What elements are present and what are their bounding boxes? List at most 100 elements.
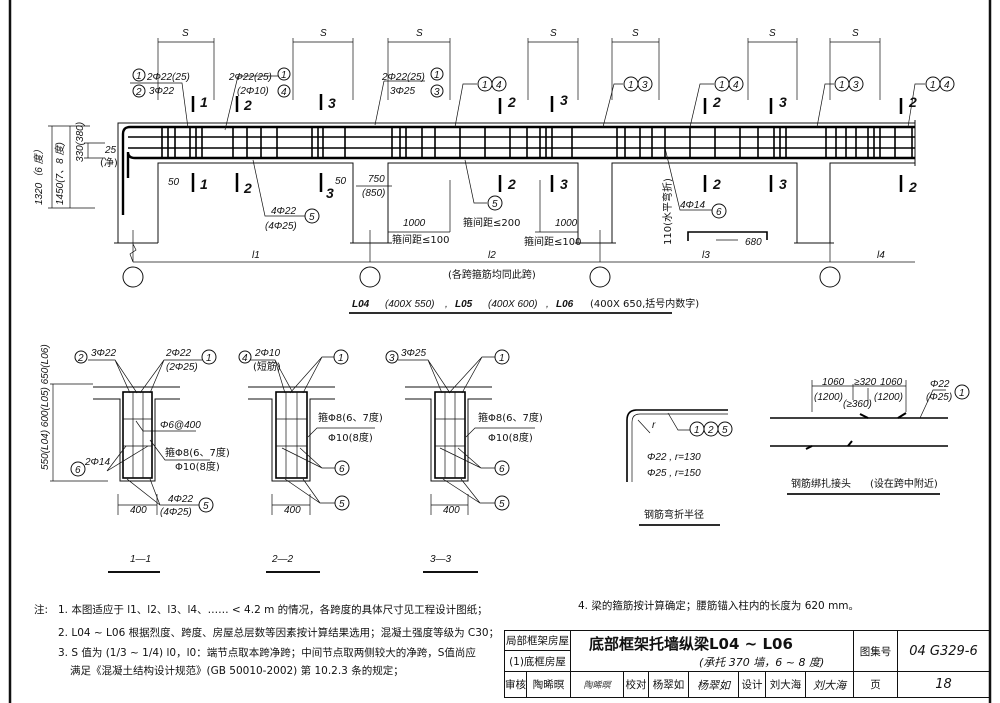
callout-circle [430, 84, 444, 98]
drawing-label: 3 [642, 80, 648, 91]
callout-number: 1 [434, 70, 440, 81]
callout-circle [277, 84, 291, 98]
drawing-label: (400X 650,括号内数字) [590, 297, 699, 310]
note-3: 3. S 值为 (1/3 ~ 1/4) l0，l0：端节点取本跨净跨；中间节点取… [58, 647, 476, 659]
stirrup-spacing: 箍间距≤100 [524, 235, 581, 248]
detail-title: 钢筋绑扎接头 [791, 477, 851, 490]
drawing-label: 2Φ14 [84, 457, 110, 468]
drawing-label: 1 [338, 353, 344, 364]
callout-number: 5 [492, 199, 498, 210]
note-2: 2. L04 ~ L06 根据烈度、跨度、房屋总层数等因素按计算结果选用；混凝土… [58, 627, 500, 639]
drawing-label: 6 [339, 464, 345, 475]
drawing-title-cell: 底部框架托墙纵梁L04 ~ L06 (承托 370 墙，6 ~ 8 度) [570, 630, 854, 672]
span-label: l1 [252, 250, 260, 261]
dim-850: (850) [362, 188, 385, 199]
drawing-label: 400 [284, 505, 301, 516]
callout-number: 1 [281, 70, 287, 81]
drawing-line [631, 412, 728, 482]
callout-number: 6 [716, 207, 722, 218]
page-number: 18 [897, 671, 990, 698]
middle-rebars [128, 136, 915, 149]
drawing-label: L05 [455, 299, 473, 310]
drawing-label: (1200) [874, 392, 903, 403]
section-mark: 2 [507, 94, 516, 110]
drawing-label: 2Φ22 [165, 348, 191, 359]
bend-110: 110(水平弯折) [661, 178, 674, 245]
drawing-label: (设在跨中附近) [870, 477, 938, 490]
detail-title: 钢筋弯折半径 [644, 508, 704, 521]
section-title: 2—2 [271, 554, 294, 565]
leader-line [130, 82, 189, 129]
callout-circle [939, 76, 955, 92]
dim-50: 50 [168, 177, 180, 188]
stirrup-spacing: 箍间距≤200 [463, 216, 520, 229]
drawing-label: 400 [443, 505, 460, 516]
review-label: 审核 [504, 671, 527, 698]
drawing-label: 箍Φ8(6、7度) [478, 411, 543, 424]
callout-number: 5 [309, 212, 315, 223]
drawing-label: 1 [206, 353, 212, 364]
rebar-label: (2Φ10) [237, 86, 269, 97]
section-mark: 2 [243, 97, 252, 113]
callout-pair: 1 4 [714, 76, 744, 92]
drawing-label: Φ10(8度) [488, 431, 533, 444]
section-outline [405, 386, 492, 482]
section-title: 1—1 [130, 554, 151, 565]
elevation-title: L04 (400X 550) , L05 (400X 600) , L06 (4… [349, 297, 699, 314]
drawing-label: ≥320 [854, 377, 877, 388]
stirrups [161, 127, 913, 158]
callout-pair: 1 3 [834, 76, 864, 92]
drawing-label: 3 [389, 353, 395, 364]
dim-330: 330(380) [75, 122, 86, 162]
axis-bubble [122, 266, 144, 288]
category-1: 局部框架房屋 [504, 630, 571, 651]
callout-pair: 1 4 [925, 76, 955, 92]
span-label: l2 [488, 250, 496, 261]
section-mark: 2 [712, 94, 721, 110]
callout-circle [201, 349, 217, 365]
drawing-label: (Φ25) [926, 392, 952, 403]
section-leaders [88, 359, 210, 506]
callout-circle [491, 76, 507, 92]
rebar-label: 3Φ22 [149, 86, 174, 97]
drawing-label: 1 [930, 80, 936, 91]
callout-leaders [454, 83, 925, 128]
drawing-label: 1 [628, 80, 634, 91]
drawing-label: 4 [496, 80, 502, 91]
axis-lines [129, 230, 831, 263]
dim-1450: 1450(7、8 度) [54, 142, 66, 205]
callout-circle [717, 421, 733, 437]
drawing-label: 1 [719, 80, 725, 91]
callout-circle [238, 350, 252, 364]
drawing-label: 4 [944, 80, 950, 91]
section-1-1: 550(L04) 600(L05) 650(L06) 400 2 3Φ22 2Φ… [40, 344, 230, 573]
note-1: 1. 本图适应于 l1、l2、l3、l4、…… < 4.2 m 的情况，各跨度的… [58, 604, 488, 616]
drawing-label: 3Φ22 [91, 348, 116, 359]
bottom-leaders [252, 147, 712, 217]
drawing-label: 4 [242, 353, 248, 364]
section-mark: 2 [507, 176, 516, 192]
drawing-subtitle: (承托 370 墙，6 ~ 8 度) [699, 656, 825, 669]
span-label: l4 [877, 250, 885, 261]
drawing-label: 4 [733, 80, 739, 91]
section-mark: 3 [779, 176, 787, 192]
drawing-label: 6 [499, 464, 505, 475]
dim-25: 25 [104, 145, 117, 156]
inner-bars [123, 392, 152, 478]
drawing-label: , [445, 299, 448, 310]
reviewer: 陶晞暝 [526, 671, 571, 698]
axis-bubble [819, 266, 841, 288]
width-dim: 400 [130, 505, 147, 516]
drawing-line [811, 380, 946, 419]
section-outline [248, 386, 335, 482]
designer-signature: 刘大海 [805, 671, 854, 698]
bent-bar-detail [687, 231, 768, 241]
drawing-label: (4Φ25) [160, 507, 192, 518]
checker: 杨翠如 [648, 671, 689, 698]
rebar-label: 2Φ22(25) [381, 72, 425, 83]
drawing-label: Φ22 , r=130 [647, 452, 701, 463]
dim-clear-note: (净) [100, 156, 118, 169]
s-label: S [320, 28, 327, 39]
drawing-label: 4Φ22 [168, 494, 193, 505]
drawing-label: 1 [482, 80, 488, 91]
